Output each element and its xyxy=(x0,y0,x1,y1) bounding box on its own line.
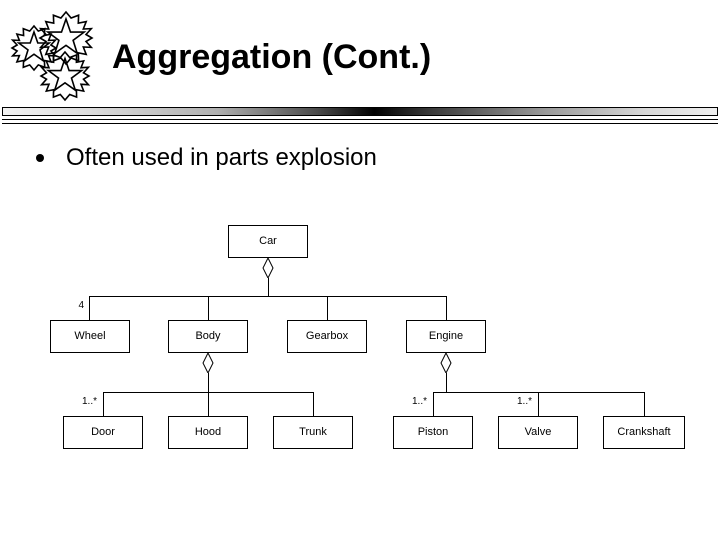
bullet-item: Often used in parts explosion xyxy=(36,142,676,178)
multiplicity-valve: 1..* xyxy=(516,396,532,407)
class-box-trunk[interactable]: Trunk xyxy=(273,416,353,449)
class-box-crankshaft[interactable]: Crankshaft xyxy=(603,416,685,449)
class-box-valve[interactable]: Valve xyxy=(498,416,578,449)
class-box-door[interactable]: Door xyxy=(63,416,143,449)
class-label-door: Door xyxy=(91,426,115,438)
class-label-body: Body xyxy=(195,330,221,342)
class-label-crankshaft: Crankshaft xyxy=(617,426,671,438)
class-label-wheel: Wheel xyxy=(74,330,106,342)
connector-drop-gearbox xyxy=(327,296,328,320)
multiplicity-piston: 1..* xyxy=(411,396,427,407)
title-rule-line-upper xyxy=(2,119,718,120)
title-rule-line-lower xyxy=(2,123,718,124)
connector-drop-piston xyxy=(433,392,434,416)
class-label-hood: Hood xyxy=(194,426,222,438)
page-title: Aggregation (Cont.) xyxy=(112,38,432,76)
class-label-car: Car xyxy=(259,235,277,247)
connector-drop-hood xyxy=(208,392,209,416)
class-label-piston: Piston xyxy=(417,426,449,438)
connector-drop-crankshaft xyxy=(644,392,645,416)
three-gear-stars-logo xyxy=(8,6,104,104)
connector-engine-stem xyxy=(446,373,447,392)
class-box-hood[interactable]: Hood xyxy=(168,416,248,449)
connector-drop-wheel xyxy=(89,296,90,320)
multiplicity-wheel: 4 xyxy=(78,300,84,311)
class-label-valve: Valve xyxy=(524,426,552,438)
class-box-gearbox[interactable]: Gearbox xyxy=(287,320,367,353)
connector-body-stem xyxy=(208,373,209,392)
connector-drop-engine xyxy=(446,296,447,320)
class-label-gearbox: Gearbox xyxy=(305,330,349,342)
connector-bus-engine xyxy=(433,392,645,393)
connector-car-stem xyxy=(268,278,269,296)
class-box-engine[interactable]: Engine xyxy=(406,320,486,353)
class-box-wheel[interactable]: Wheel xyxy=(50,320,130,353)
class-box-car[interactable]: Car xyxy=(228,225,308,258)
disc-bullet-icon xyxy=(36,154,44,162)
class-label-engine: Engine xyxy=(428,330,464,342)
class-box-body[interactable]: Body xyxy=(168,320,248,353)
connector-drop-valve xyxy=(538,392,539,416)
connector-drop-door xyxy=(103,392,104,416)
bullet-text: Often used in parts explosion xyxy=(66,144,377,171)
connector-drop-trunk xyxy=(313,392,314,416)
multiplicity-door: 1..* xyxy=(81,396,97,407)
title-gradient-rule xyxy=(2,107,718,116)
connector-drop-body xyxy=(208,296,209,320)
class-label-trunk: Trunk xyxy=(299,426,327,438)
connector-bus-level1 xyxy=(89,296,446,297)
class-box-piston[interactable]: Piston xyxy=(393,416,473,449)
